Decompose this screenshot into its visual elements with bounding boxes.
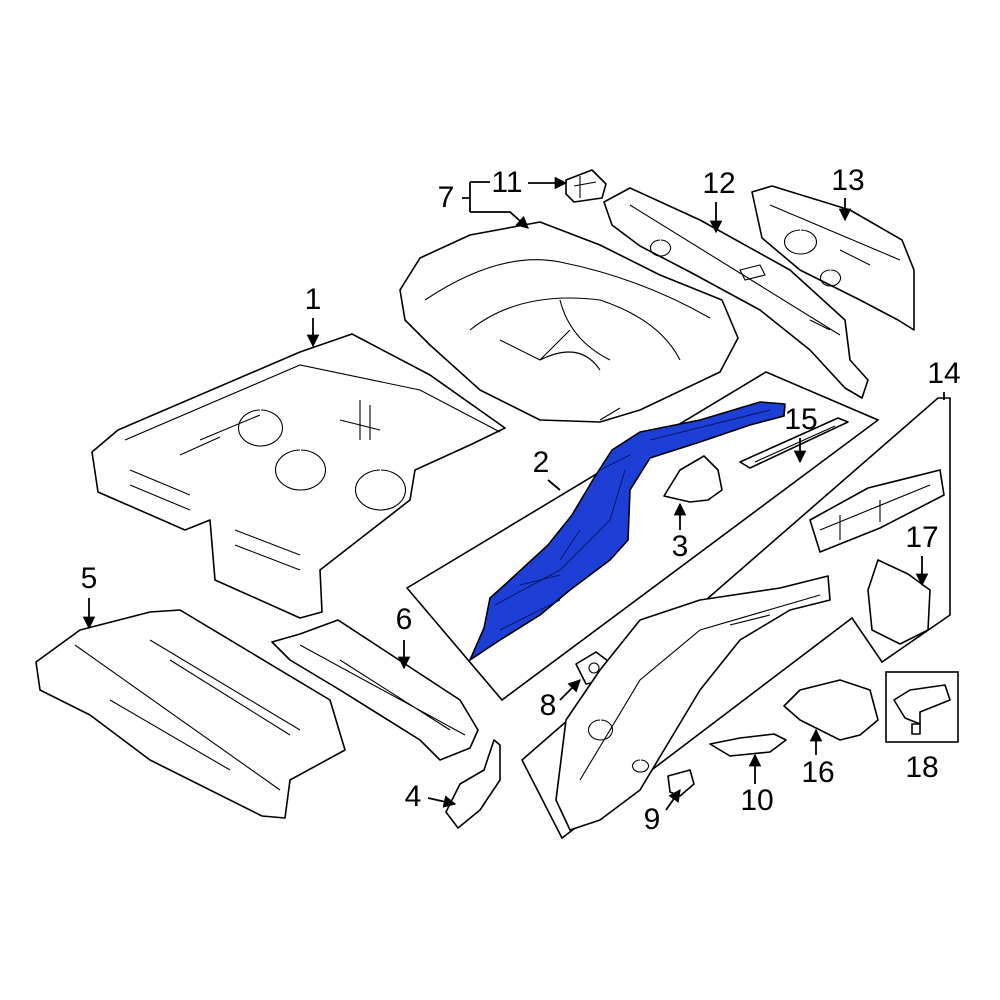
callout-17[interactable]: 17	[905, 521, 939, 554]
part-5-crossmember[interactable]	[35, 609, 346, 819]
part-9-bracket[interactable]	[667, 769, 695, 797]
callout-4[interactable]: 4	[404, 780, 422, 813]
callout-7[interactable]: 7	[437, 181, 455, 214]
callout-2[interactable]: 2	[532, 446, 550, 479]
part-18-bracket[interactable]	[893, 684, 951, 735]
part-17-bracket[interactable]	[867, 559, 931, 645]
group-outline-18	[885, 671, 959, 743]
callout-6[interactable]: 6	[395, 603, 413, 636]
leader-arrows	[82, 176, 945, 811]
part-7-spare-tire-well[interactable]	[399, 221, 739, 423]
part-10-trim[interactable]	[709, 733, 787, 757]
callout-15[interactable]: 15	[784, 403, 818, 436]
part-4-bracket[interactable]	[445, 739, 501, 829]
part-13-rear-panel-upper[interactable]	[751, 185, 915, 331]
callout-8[interactable]: 8	[539, 689, 557, 722]
part-2-rear-rail[interactable]	[469, 401, 786, 661]
part-15-reinforcement[interactable]	[739, 417, 849, 469]
callout-5[interactable]: 5	[80, 562, 98, 595]
part-12-rear-panel[interactable]	[603, 187, 869, 399]
callout-1[interactable]: 1	[304, 283, 322, 316]
callout-16[interactable]: 16	[801, 756, 835, 789]
callout-18[interactable]: 18	[905, 751, 939, 784]
callout-11[interactable]: 11	[491, 166, 523, 199]
part-3-bracket[interactable]	[663, 455, 723, 503]
callout-13[interactable]: 13	[831, 164, 865, 197]
callout-3[interactable]: 3	[671, 530, 689, 563]
part-16-bracket[interactable]	[783, 679, 879, 741]
part-14-side-rail[interactable]	[555, 469, 945, 831]
part-11-bracket[interactable]	[565, 169, 607, 203]
part-1-floor-pan[interactable]	[91, 333, 506, 619]
callout-12[interactable]: 12	[702, 167, 736, 200]
callout-14[interactable]: 14	[927, 357, 961, 390]
callout-10[interactable]: 10	[740, 784, 774, 817]
part-6-crossmember[interactable]	[271, 619, 479, 761]
callout-9[interactable]: 9	[643, 803, 661, 836]
